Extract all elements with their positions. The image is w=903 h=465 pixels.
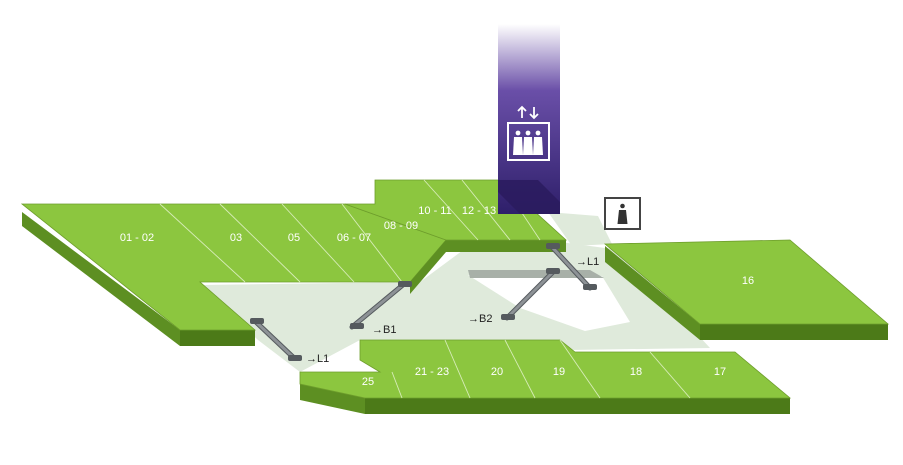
escalator-l1-left[interactable] <box>250 318 302 361</box>
escalator-label-l1-left: →L1 <box>306 353 329 365</box>
unit-label-06-07[interactable]: 06 - 07 <box>337 232 371 244</box>
unit-label-18[interactable]: 18 <box>630 366 642 378</box>
unit-label-25[interactable]: 25 <box>362 376 374 388</box>
unit-label-12-13[interactable]: 12 - 13 <box>462 205 496 217</box>
escalator-label-b2: →B2 <box>468 313 492 325</box>
escalator-b2[interactable] <box>501 268 560 321</box>
unit-label-01-02[interactable]: 01 - 02 <box>120 232 154 244</box>
atrium-edge <box>468 270 604 278</box>
unit-label-05[interactable]: 05 <box>288 232 300 244</box>
unit-block-upper-left <box>20 203 447 346</box>
escalator-label-b1: →B1 <box>372 324 396 336</box>
lift-shaft[interactable] <box>498 24 560 214</box>
unit-label-17[interactable]: 17 <box>714 366 726 378</box>
unit-label-20[interactable]: 20 <box>491 366 503 378</box>
unit-label-21-23[interactable]: 21 - 23 <box>415 366 449 378</box>
unit-block-right <box>603 239 890 340</box>
escalator-label-l1-right: →L1 <box>576 256 599 268</box>
information-icon[interactable] <box>604 197 641 230</box>
lift-icon[interactable] <box>507 122 550 161</box>
escalator-l1-right[interactable] <box>546 243 597 291</box>
unit-label-16[interactable]: 16 <box>742 275 754 287</box>
unit-label-19[interactable]: 19 <box>553 366 565 378</box>
unit-label-03[interactable]: 03 <box>230 232 242 244</box>
up-down-arrows-icon <box>517 105 539 120</box>
unit-block-lower <box>299 339 792 414</box>
unit-label-08-09[interactable]: 08 - 09 <box>384 220 418 232</box>
unit-label-10-11[interactable]: 10 - 11 <box>418 205 451 217</box>
escalator-b1[interactable] <box>349 281 412 330</box>
